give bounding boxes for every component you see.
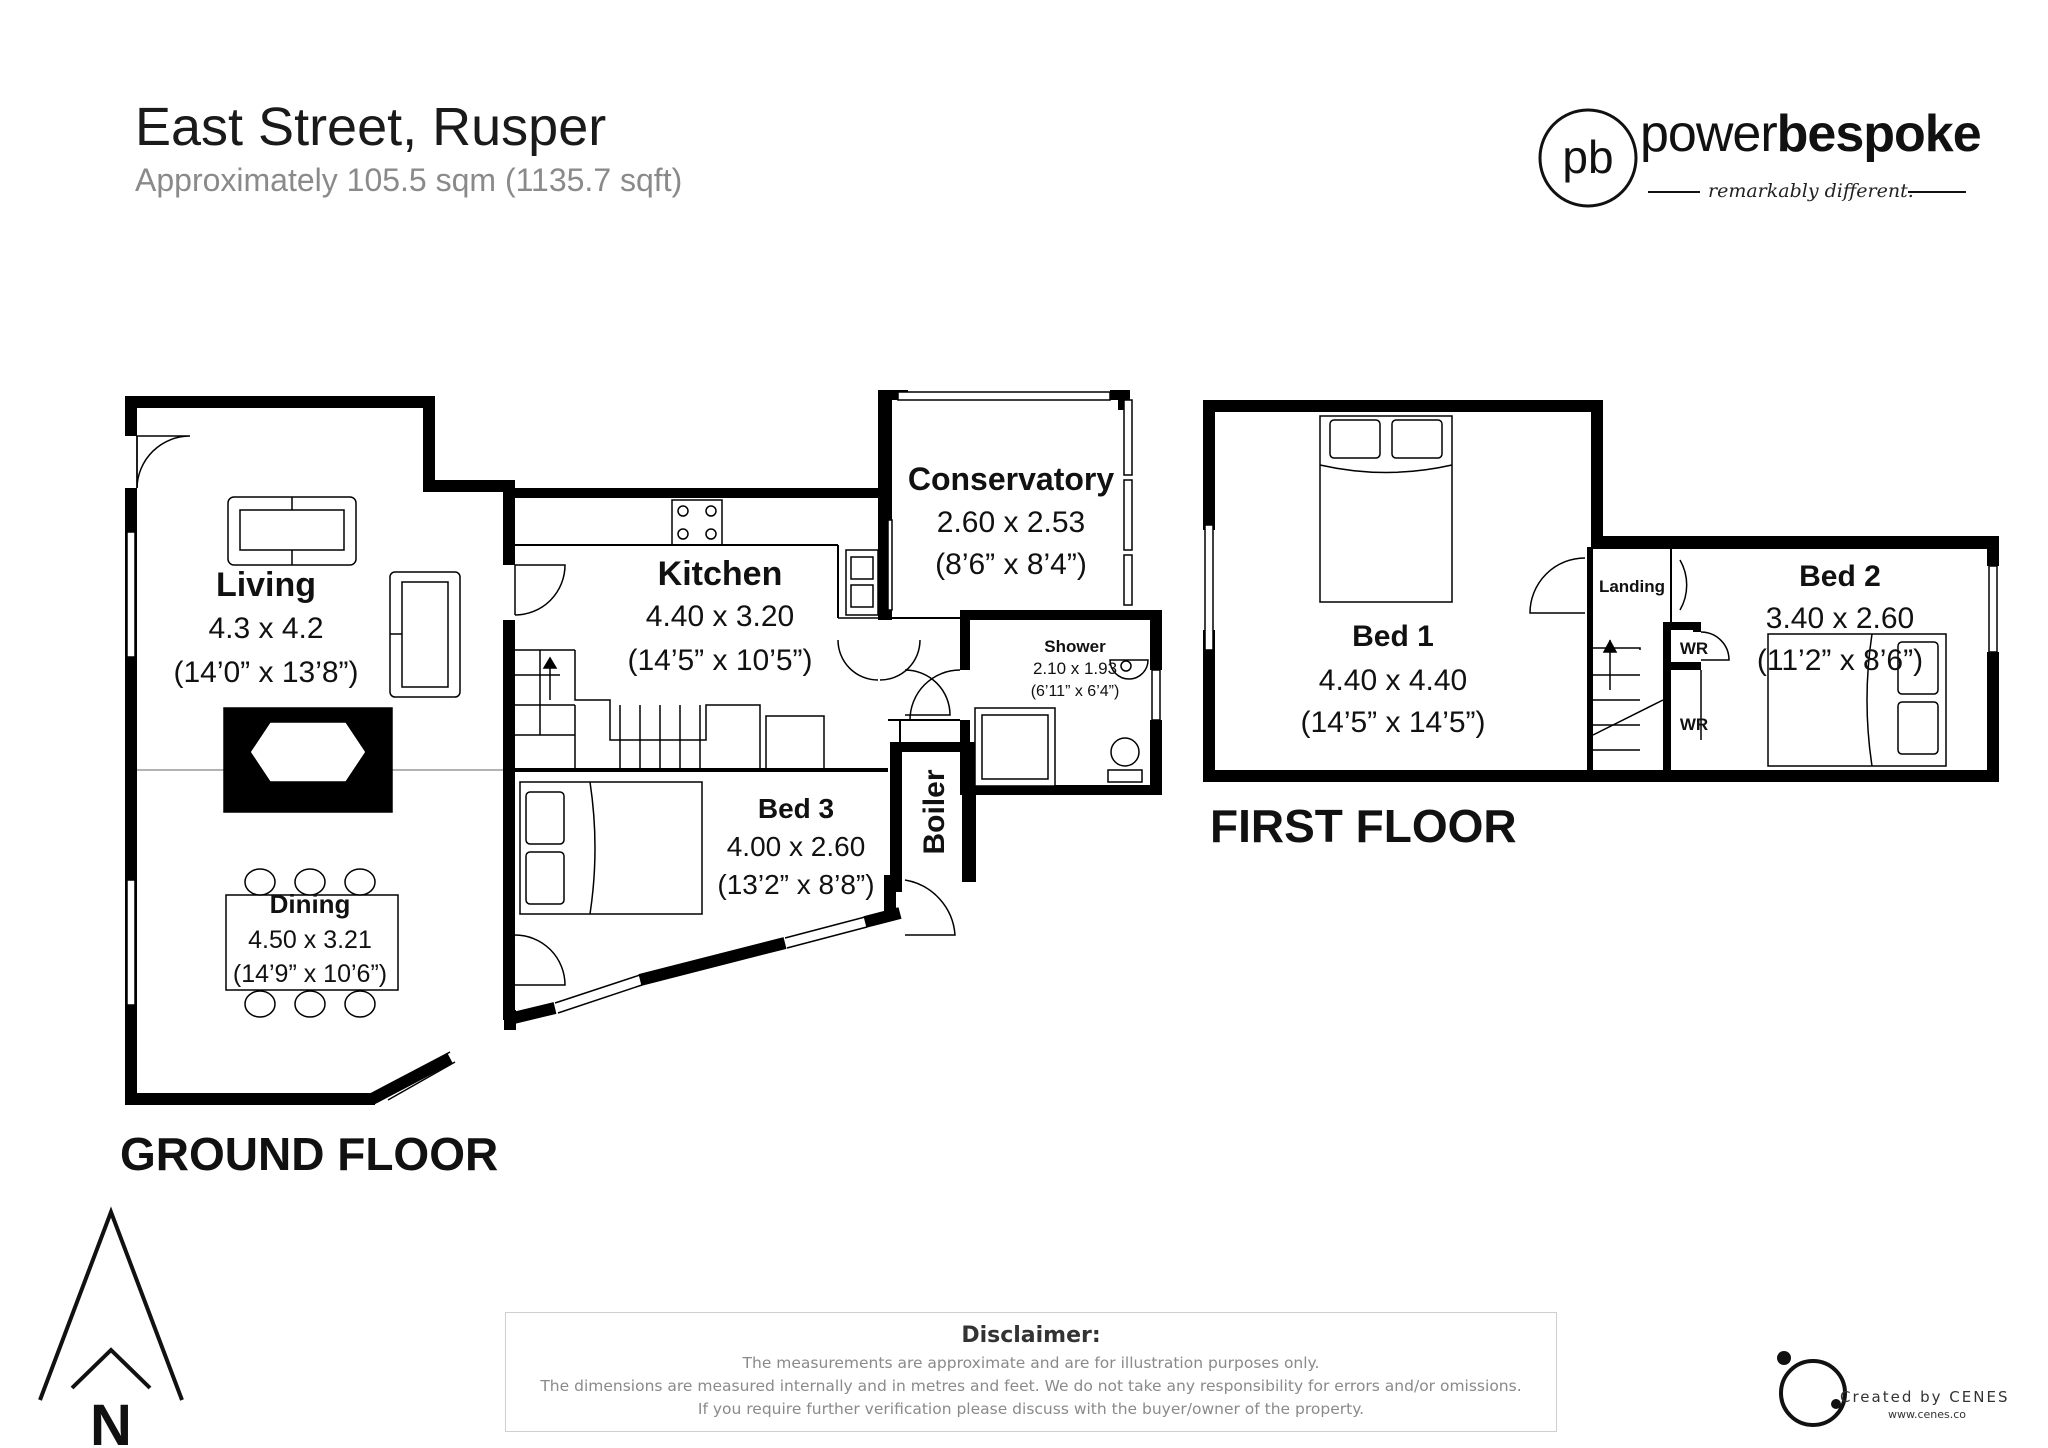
dining-imperial: (14’9” x 10’6”) xyxy=(233,960,387,988)
bed3-label: Bed 3 xyxy=(758,793,834,824)
ground-floor-label: GROUND FLOOR xyxy=(120,1128,498,1180)
credit-url: www.cenes.co xyxy=(1888,1408,1967,1421)
wr2-label: WR xyxy=(1680,715,1708,734)
conservatory-imperial: (8’6” x 8’4”) xyxy=(935,548,1087,581)
disclaimer-box: Disclaimer: The measurements are approxi… xyxy=(505,1312,1557,1432)
ground-floor-windows xyxy=(126,391,1161,1006)
kitchen-label: Kitchen xyxy=(658,555,783,593)
north-arrow-icon xyxy=(38,1206,184,1401)
landing-label: Landing xyxy=(1599,577,1665,596)
logo-monogram: pb xyxy=(1562,131,1613,183)
disclaimer-line: The measurements are approximate and are… xyxy=(742,1354,1320,1372)
bed3-furniture xyxy=(519,781,703,915)
bed1-metric: 4.40 x 4.40 xyxy=(1319,664,1467,697)
boiler-label: Boiler xyxy=(918,769,951,854)
ground-floor-diagonal-walls xyxy=(369,907,902,1105)
ground-floor-stairs xyxy=(515,649,761,770)
living-metric: 4.3 x 4.2 xyxy=(208,612,323,645)
brand-tagline: remarkably different. xyxy=(1708,180,1914,202)
first-floor-stairs xyxy=(1592,639,1664,751)
first-floor-label: FIRST FLOOR xyxy=(1210,800,1517,852)
conservatory-label: Conservatory xyxy=(908,461,1115,497)
brand-name-bold: bespoke xyxy=(1776,105,1982,163)
brand-name-light: power xyxy=(1640,105,1778,163)
bed1-imperial: (14’5” x 14’5”) xyxy=(1300,706,1485,739)
disclaimer-line: If you require further verification plea… xyxy=(697,1400,1365,1418)
shower-label: Shower xyxy=(1044,637,1106,656)
shower-imperial: (6’11” x 6’4”) xyxy=(1031,683,1120,700)
first-floor-doors xyxy=(1529,557,1730,740)
kitchen-imperial: (14’5” x 10’5”) xyxy=(627,644,812,677)
tagline-rules xyxy=(1648,191,1966,193)
living-imperial: (14’0” x 13’8”) xyxy=(173,656,358,689)
shower-metric: 2.10 x 1.93 xyxy=(1033,659,1117,678)
kitchen-fittings xyxy=(671,499,879,771)
dining-label: Dining xyxy=(270,889,351,919)
disclaimer-line: The dimensions are measured internally a… xyxy=(540,1377,1522,1395)
cenes-logo-icon xyxy=(1777,1351,1847,1427)
ground-floor-diagonal-windows xyxy=(382,916,868,1101)
living-furniture xyxy=(223,496,461,813)
bed3-metric: 4.00 x 2.60 xyxy=(727,831,866,862)
compass-label: N xyxy=(90,1393,132,1448)
bed2-furniture xyxy=(1767,633,1947,767)
dining-furniture xyxy=(225,868,399,1018)
first-floor-windows xyxy=(1204,524,1998,653)
first-floor-interior-lines xyxy=(1587,547,1987,622)
living-label: Living xyxy=(216,566,316,604)
kitchen-metric: 4.40 x 3.20 xyxy=(646,600,794,633)
credit-text: Created by CENES xyxy=(1840,1388,2010,1406)
bed3-imperial: (13’2” x 8’8”) xyxy=(717,869,874,900)
first-floor-walls xyxy=(1203,400,1999,782)
wr1-label: WR xyxy=(1680,639,1708,658)
bed1-label: Bed 1 xyxy=(1352,620,1434,653)
conservatory-metric: 2.60 x 2.53 xyxy=(937,506,1085,539)
page-subtitle: Approximately 105.5 sqm (1135.7 sqft) xyxy=(135,162,683,198)
bed1-furniture xyxy=(1319,415,1453,603)
brand-name: powerbespoke xyxy=(1640,104,1982,164)
dining-metric: 4.50 x 3.21 xyxy=(248,926,372,954)
page-title: East Street, Rusper xyxy=(135,97,607,157)
bed2-imperial: (11’2” x 8’6”) xyxy=(1757,644,1923,677)
door-swings xyxy=(136,435,961,986)
bed2-metric: 3.40 x 2.60 xyxy=(1766,602,1914,635)
bed2-label: Bed 2 xyxy=(1799,560,1881,593)
disclaimer-title: Disclaimer: xyxy=(961,1323,1101,1348)
pb-logo-icon: pb xyxy=(1538,108,1638,208)
shower-fittings xyxy=(974,659,1149,787)
